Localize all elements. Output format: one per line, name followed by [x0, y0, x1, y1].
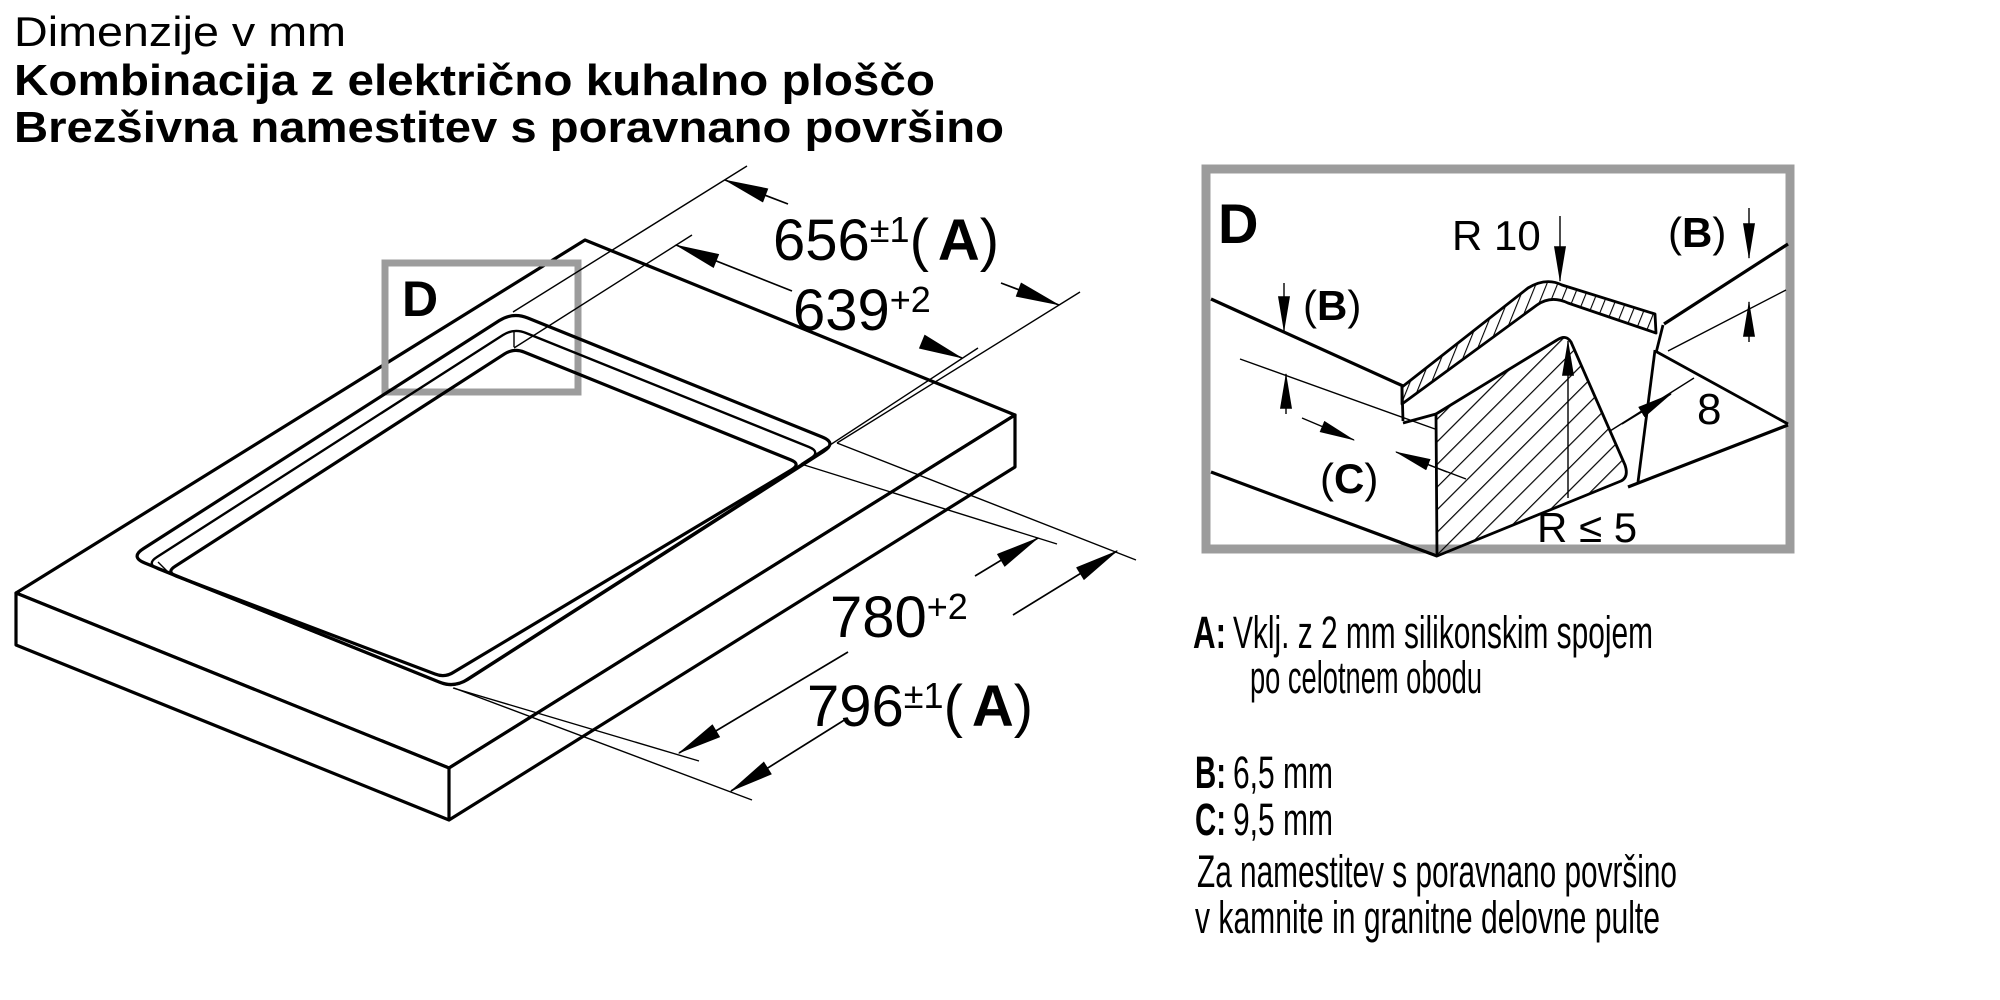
detail-panel-marker: D	[1218, 192, 1258, 255]
right-ledge-line	[1667, 289, 1787, 352]
detail-label-c: (C)	[1320, 455, 1378, 502]
note-install-line1: Za namestitev s poravnano površino	[1197, 846, 1677, 897]
right-worktop-surface	[1663, 242, 1789, 326]
glass-joint-band-hatched	[1400, 280, 1658, 406]
detail-callout-box	[381, 259, 582, 396]
detail-panel-border	[1201, 164, 1795, 554]
dimension-depth-glass-outer: 796±1(A)	[729, 550, 1119, 792]
c-extension-tail	[1407, 456, 1467, 480]
dimension-depth-cutout: 780+2	[677, 537, 1040, 754]
cutout-outline-opening	[169, 348, 798, 678]
step-corner-tick-left	[157, 561, 168, 572]
header-block: Dimenzije v mm Kombinacija z električno …	[14, 8, 1004, 152]
dimension-width-cutout: 639+2	[674, 244, 964, 359]
ledge-floor-back-edge	[1402, 412, 1437, 425]
c-arrow-upper	[1301, 417, 1356, 441]
dimension-width-glass-outer: 656±1(A)	[723, 179, 1061, 306]
step-cross-section-hatched	[1434, 336, 1628, 558]
band-left-end-face	[1400, 386, 1405, 422]
right-ledge-end-face	[1654, 324, 1665, 354]
detail-panel: D R 10 R ≤ 5 (B) (B)	[1201, 164, 1795, 558]
left-worktop-bottom	[1210, 470, 1438, 558]
right-worktop-bottom	[1627, 423, 1789, 489]
note-b-key: B:	[1195, 747, 1226, 798]
opening-right-wall	[1636, 349, 1657, 483]
page-title-line1: Kombinacija z električno kuhalno ploščo	[14, 56, 935, 105]
note-c-value: 9,5 mm	[1233, 794, 1333, 845]
right-ledge-front-edge	[1656, 350, 1789, 426]
detail-label-radius-bottom: R ≤ 5	[1537, 504, 1637, 551]
left-worktop-surface	[1210, 297, 1404, 388]
detail-label-ledge-width: 8	[1697, 385, 1721, 434]
cutout-outline-ledge	[150, 329, 817, 687]
note-a-key: A:	[1193, 607, 1226, 658]
note-a-line1: Vklj. z 2 mm silikonskim spojem	[1233, 607, 1653, 658]
isometric-view: D 656±1(A)	[14, 165, 1137, 822]
page-title-line2: Brezšivna namestitev s poravnano površin…	[14, 103, 1004, 152]
ledge-width-arrow	[1621, 393, 1673, 425]
note-b-value: 6,5 mm	[1233, 747, 1333, 798]
note-install-line2: v kamnite in granitne delovne pulte	[1195, 892, 1660, 943]
detail-callout-label: D	[402, 271, 438, 327]
dim-label-796: 796±1(A)	[807, 674, 1033, 739]
note-c-key: C:	[1195, 794, 1226, 845]
dim-label-780: 780+2	[830, 585, 968, 650]
dim-label-639: 639+2	[793, 278, 931, 343]
note-a-line2: po celotnem obodu	[1250, 652, 1482, 703]
detail-label-b-left: (B)	[1303, 282, 1361, 329]
notes-block: A: Vklj. z 2 mm silikonskim spojem po ce…	[1193, 607, 1677, 943]
detail-label-radius-top: R 10	[1452, 212, 1541, 259]
dim-label-656: 656±1(A)	[773, 208, 999, 273]
page-subtitle-units: Dimenzije v mm	[14, 8, 346, 55]
detail-label-b-right: (B)	[1668, 209, 1726, 256]
extension-lines	[452, 165, 1137, 801]
